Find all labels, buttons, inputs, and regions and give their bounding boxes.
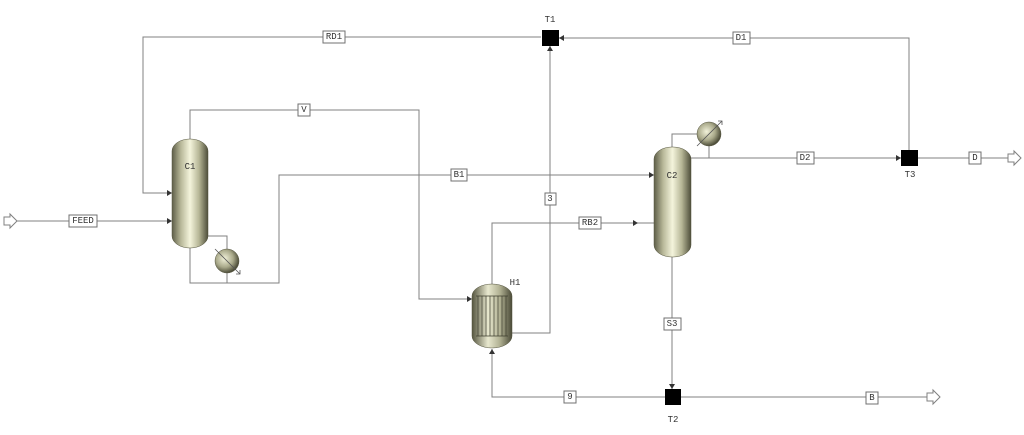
feed-inlet-arrow-icon[interactable] [3, 212, 18, 230]
stream-label-d1[interactable]: D1 [732, 31, 751, 45]
block-c1-label: C1 [185, 162, 196, 172]
reboiler-arrow-icon [214, 248, 241, 275]
stream-label-b[interactable]: B [865, 391, 879, 405]
stream-9[interactable] [489, 349, 665, 398]
stream-label-9[interactable]: 9 [563, 390, 577, 404]
block-c1[interactable]: C1 [171, 138, 209, 249]
d-outlet-arrow-icon[interactable] [1007, 149, 1022, 167]
block-t3[interactable]: T3 [901, 150, 918, 180]
c1-reboiler[interactable] [214, 248, 241, 275]
svg-text:9: 9 [567, 392, 572, 402]
block-t1-label: T1 [545, 15, 556, 25]
svg-text:B1: B1 [454, 170, 465, 180]
b-outlet-arrow-icon[interactable] [926, 388, 941, 406]
stream-rb2[interactable] [491, 220, 654, 285]
svg-text:V: V [301, 105, 307, 115]
stream-d1[interactable] [559, 35, 910, 150]
block-t3-label: T3 [905, 170, 916, 180]
stream-b1[interactable] [189, 172, 654, 284]
condenser-arrow-icon [696, 120, 723, 147]
stream-3[interactable] [512, 46, 553, 334]
svg-text:3: 3 [547, 194, 552, 204]
stream-label-3[interactable]: 3 [544, 192, 557, 206]
block-h1-label: H1 [510, 278, 521, 288]
stream-label-s3[interactable]: S3 [663, 317, 682, 331]
svg-text:D2: D2 [800, 153, 811, 163]
stream-label-feed[interactable]: FEED [68, 214, 98, 228]
svg-text:RB2: RB2 [582, 218, 598, 228]
stream-d2[interactable] [671, 133, 901, 161]
block-t1[interactable]: T1 [542, 15, 559, 46]
block-t2-label: T2 [668, 415, 679, 425]
stream-label-rd1[interactable]: RD1 [322, 30, 346, 44]
svg-text:S3: S3 [667, 319, 678, 329]
stream-label-b1[interactable]: B1 [450, 168, 468, 182]
svg-text:B: B [869, 393, 875, 403]
block-c2-label: C2 [667, 171, 678, 181]
svg-text:FEED: FEED [72, 216, 94, 226]
svg-text:D1: D1 [736, 33, 747, 43]
stream-v[interactable] [189, 109, 472, 302]
svg-text:D: D [972, 153, 977, 163]
block-h1[interactable]: H1 [471, 278, 521, 349]
stream-label-v[interactable]: V [297, 103, 311, 117]
block-t2[interactable]: T2 [665, 389, 681, 425]
c2-condenser[interactable] [696, 120, 723, 147]
stream-label-d2[interactable]: D2 [796, 151, 815, 165]
block-c2[interactable]: C2 [653, 146, 692, 258]
stream-label-rb2[interactable]: RB2 [578, 216, 602, 230]
svg-text:RD1: RD1 [326, 32, 342, 42]
stream-label-d[interactable]: D [968, 151, 982, 165]
